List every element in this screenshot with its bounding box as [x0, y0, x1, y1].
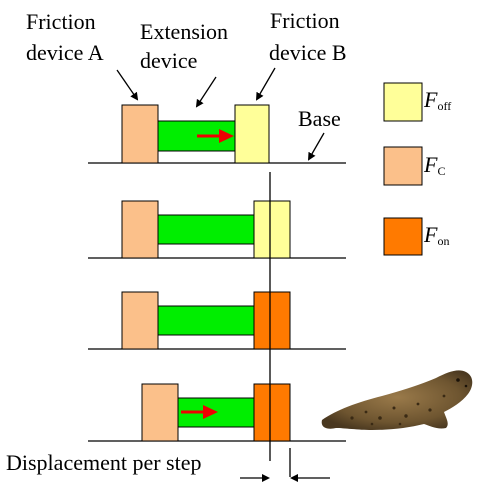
legend-swatch	[383, 217, 423, 256]
pointer-arrow-extension	[195, 76, 217, 108]
step-2	[88, 200, 346, 259]
legend-swatch	[383, 82, 423, 122]
friction-device-a	[141, 383, 179, 442]
friction-device-a	[121, 200, 159, 259]
legend-subscript: off	[437, 99, 451, 113]
friction-device-b-off	[253, 200, 291, 259]
step-3	[88, 291, 346, 350]
legend: Foff FC Fon	[383, 82, 451, 256]
svg-text:Foff: Foff	[423, 87, 451, 113]
label-base: Base	[298, 106, 341, 131]
pointer-arrow-a	[116, 69, 139, 101]
legend-item-f-off: Foff	[383, 82, 451, 122]
extension-line2: device	[140, 48, 197, 73]
label-friction-device-b: Friction device B	[269, 8, 347, 65]
legend-item-f-c: FC	[383, 146, 445, 186]
legend-symbol: F	[423, 222, 438, 247]
friction-device-a	[121, 291, 159, 350]
svg-text:Fon: Fon	[423, 222, 449, 248]
red-arrow	[181, 405, 218, 419]
label-extension-device: Extension device	[140, 19, 228, 73]
friction-a-line1: Friction	[26, 9, 96, 34]
legend-item-f-on: Fon	[383, 217, 449, 256]
red-arrow	[197, 129, 234, 143]
friction-b-line2: device B	[269, 40, 347, 65]
extension-device	[157, 305, 255, 336]
friction-a-line2: device A	[26, 40, 104, 65]
pointer-arrow-base	[308, 132, 325, 161]
legend-symbol: F	[423, 87, 438, 112]
step-4	[88, 383, 346, 442]
label-friction-device-a: Friction device A	[26, 9, 104, 65]
friction-device-b-on	[253, 291, 291, 350]
label-displacement-per-step: Displacement per step	[6, 450, 202, 475]
legend-swatch	[383, 146, 423, 186]
friction-b-line1: Friction	[270, 8, 340, 33]
extension-line1: Extension	[140, 19, 228, 44]
legend-subscript: C	[437, 164, 445, 178]
step-1	[88, 104, 346, 164]
seal-image	[321, 370, 473, 430]
extension-device	[157, 214, 255, 245]
legend-symbol: F	[423, 152, 438, 177]
friction-device-b-on	[253, 383, 291, 442]
legend-subscript: on	[437, 234, 449, 248]
svg-text:FC: FC	[423, 152, 445, 178]
friction-device-a	[121, 104, 159, 164]
friction-device-b-off	[234, 104, 270, 164]
pointer-arrow-b	[255, 67, 276, 101]
